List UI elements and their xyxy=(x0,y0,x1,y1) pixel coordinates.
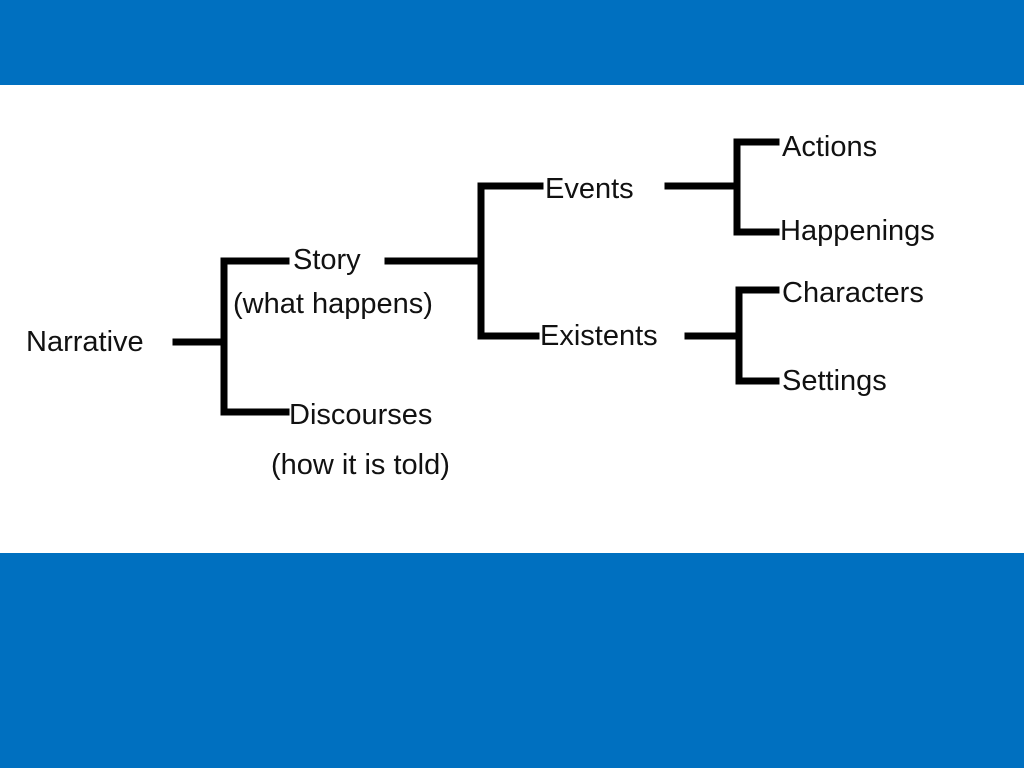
connector-narrative xyxy=(172,257,290,416)
node-happenings: Happenings xyxy=(780,215,935,247)
tree-connectors xyxy=(172,138,780,416)
top-blue-band xyxy=(0,0,1024,85)
connector-events xyxy=(664,138,780,236)
connector-existents xyxy=(684,286,780,385)
node-discourses-sublabel: (how it is told) xyxy=(271,449,450,481)
node-discourses: Discourses xyxy=(289,399,433,431)
node-story: Story xyxy=(293,244,361,276)
node-characters: Characters xyxy=(782,277,924,309)
node-existents: Existents xyxy=(540,320,658,352)
node-actions: Actions xyxy=(782,131,878,163)
connector-story xyxy=(384,182,544,340)
bottom-blue-band xyxy=(0,553,1024,768)
node-settings: Settings xyxy=(782,365,887,397)
node-events: Events xyxy=(545,173,634,205)
node-narrative: Narrative xyxy=(26,326,144,358)
diagram-panel: Narrative Story (what happens) Discourse… xyxy=(0,85,1024,553)
node-story-sublabel: (what happens) xyxy=(233,288,433,320)
